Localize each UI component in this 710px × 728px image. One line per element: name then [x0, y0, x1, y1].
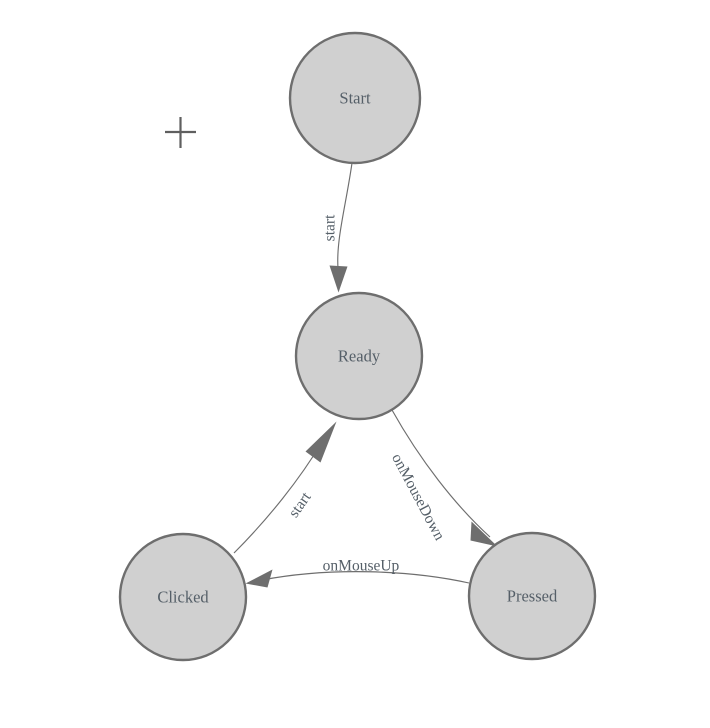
arrowhead-into-pressed: [470, 521, 498, 547]
edge-ready-to-pressed[interactable]: onMouseDown: [388, 409, 498, 547]
state-node-pressed-label: Pressed: [507, 587, 558, 606]
state-node-start[interactable]: Start: [288, 31, 422, 165]
arrowhead-into-ready-top: [329, 265, 348, 293]
edge-start-to-ready[interactable]: start: [322, 162, 353, 293]
edge-label-pressed-to-clicked: onMouseUp: [323, 558, 400, 575]
edge-label-start-to-ready: start: [322, 214, 339, 241]
state-node-ready-label: Ready: [338, 347, 381, 366]
edge-path-pressed-to-clicked: [261, 571, 470, 584]
state-node-clicked-circle: [118, 532, 248, 662]
state-node-ready[interactable]: Ready: [294, 291, 424, 421]
state-node-pressed[interactable]: Pressed: [467, 531, 597, 661]
edge-pressed-to-clicked[interactable]: onMouseUp: [245, 558, 470, 588]
state-node-clicked[interactable]: Clicked: [118, 532, 248, 662]
edge-clicked-to-ready[interactable]: start: [233, 421, 337, 554]
arrowhead-into-clicked: [245, 569, 273, 588]
edge-path-start-to-ready: [337, 162, 353, 269]
crosshair-icon: [165, 117, 196, 148]
edge-label-ready-to-pressed: onMouseDown: [388, 451, 448, 544]
edge-path-ready-to-pressed: [391, 409, 491, 538]
state-node-pressed-circle: [467, 531, 597, 661]
state-node-start-circle: [288, 31, 422, 165]
arrowhead-into-ready-bottom: [305, 421, 337, 463]
state-node-start-label: Start: [339, 89, 371, 108]
state-node-ready-circle: [294, 291, 424, 421]
state-node-clicked-label: Clicked: [157, 588, 209, 607]
edge-label-clicked-to-ready: start: [285, 489, 315, 521]
